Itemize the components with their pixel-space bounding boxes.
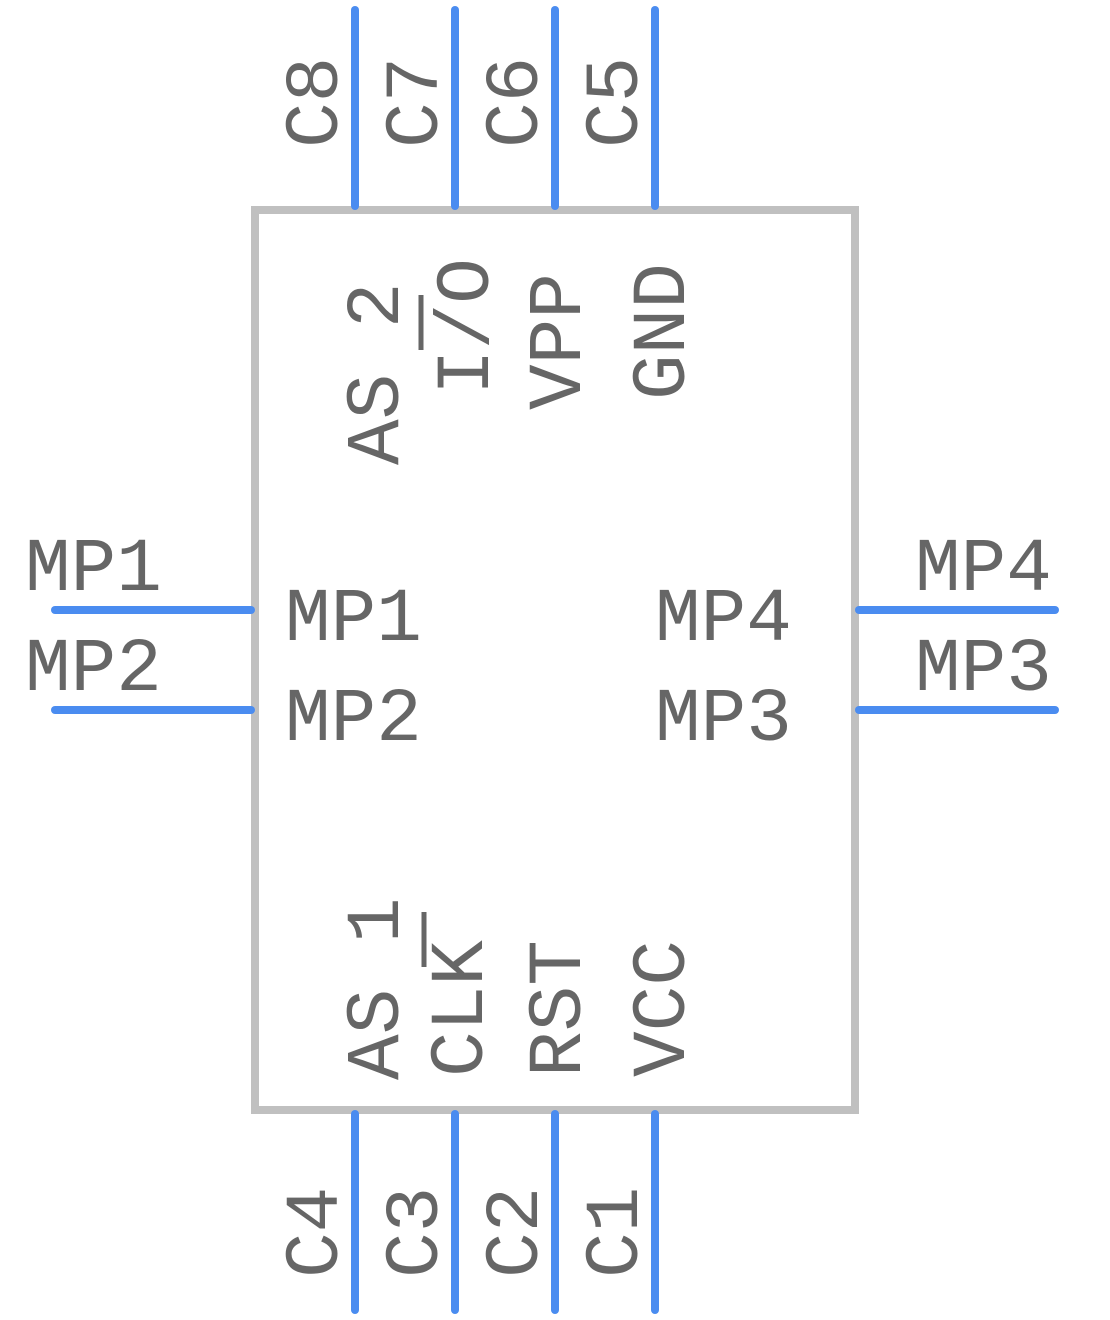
signal-name-label: MP3 <box>655 677 792 763</box>
signal-name-label: VPP <box>517 273 603 410</box>
pin-number-label: C3 <box>374 1187 460 1278</box>
signal-name-label: MP1 <box>285 577 422 663</box>
pin-number-label: C1 <box>574 1187 660 1278</box>
pin-number-label: MP2 <box>25 627 162 713</box>
pin-number-label: MP3 <box>915 627 1052 713</box>
signal-name-label: RST <box>517 940 603 1077</box>
signal-name-label: I/O <box>425 258 511 395</box>
signal-name-label: AS 2 <box>335 283 421 465</box>
pin-number-label: MP4 <box>915 527 1052 613</box>
pin-number-label: C2 <box>474 1187 560 1278</box>
signal-name-label: CLK <box>419 940 505 1077</box>
pin-number-label: C8 <box>274 57 360 148</box>
signal-name-label: MP4 <box>655 577 792 663</box>
signal-name-label: AS 1 <box>335 898 421 1080</box>
pin-number-label: C5 <box>574 57 660 148</box>
signal-name-label: VCC <box>621 940 707 1077</box>
pin-number-label: MP1 <box>25 527 162 613</box>
signal-name-label: GND <box>621 263 707 400</box>
pin-number-label: C4 <box>274 1187 360 1278</box>
signal-name-label: MP2 <box>285 677 422 763</box>
pin-number-label: C6 <box>474 57 560 148</box>
pin-number-label: C7 <box>374 57 460 148</box>
